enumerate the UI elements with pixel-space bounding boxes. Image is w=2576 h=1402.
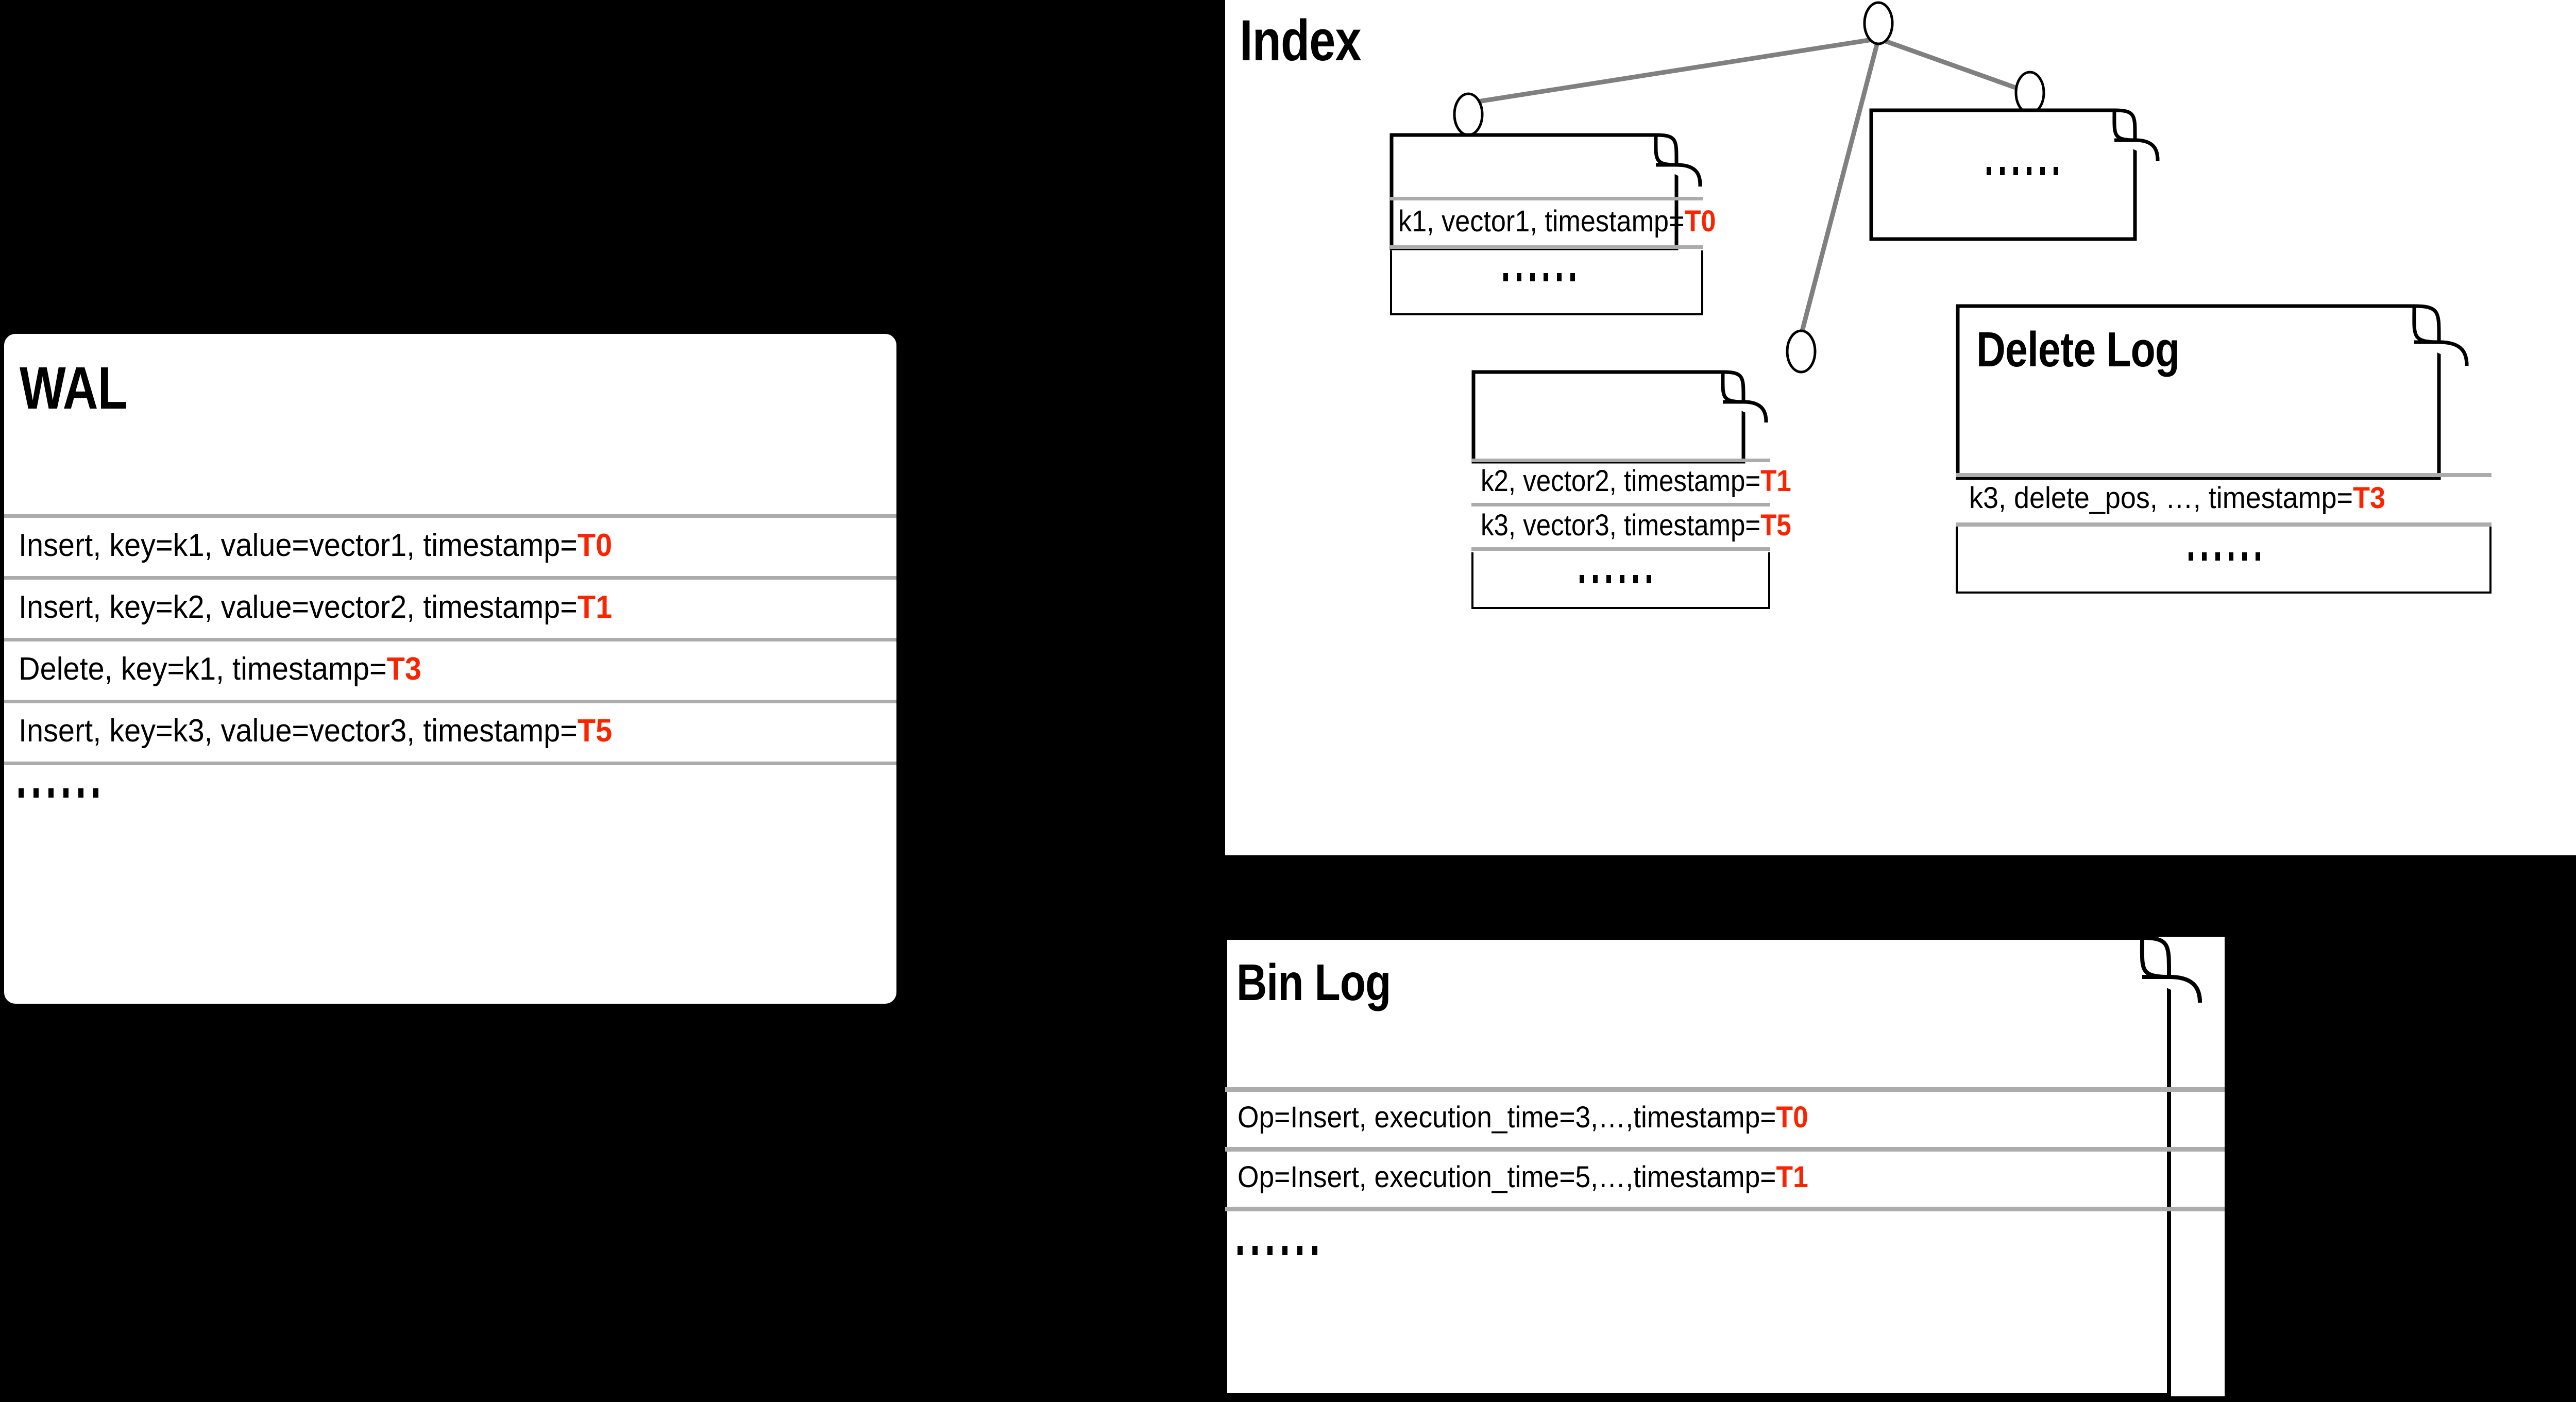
index-node-k1-body [1390,250,1703,315]
index-node-k1-ellipsis-icon [1503,273,1575,281]
wal-row: Insert, key=k3, value=vector3, timestamp… [19,700,833,762]
tree-node-k1 [1453,92,1484,137]
index-node-k2k3-row-text: k3, vector3, timestamp= [1481,508,1761,542]
index-node-k2k3-row: k3, vector3, timestamp=T5 [1481,503,1791,547]
delete-log-ellipsis-icon [2189,552,2260,561]
doc-shape-k2k3 [1471,370,1768,464]
index-node-k1-row: k1, vector1, timestamp=T0 [1398,197,1716,245]
index-node-k1-row-text: k1, vector1, timestamp= [1398,204,1685,238]
index-tree-graph [1453,1,2045,374]
index-node-k2k3-row: k2, vector2, timestamp=T1 [1481,459,1791,503]
wal-separator [4,762,896,765]
bin-log-row-text: Op=Insert, execution_time=3,…,timestamp= [1238,1100,1776,1134]
wal-separator [4,638,896,641]
index-node-k2k3-body [1471,552,1770,609]
bin-log-row-timestamp: T0 [1776,1100,1808,1134]
wal-separator [4,514,896,518]
tree-edges [1468,36,2031,336]
bin-log-row-timestamp: T1 [1776,1160,1808,1194]
delete-log-card [1956,304,2492,480]
doc-shape-k1 [1389,133,1702,250]
index-node-k2k3-ellipsis-icon [1580,575,1651,583]
tree-node-root [1863,1,1894,45]
delete-log-row: k3, delete_pos, …, timestamp=T3 [1969,473,2463,522]
bin-log-row: Op=Insert, execution_time=5,…,timestamp=… [1238,1147,2138,1207]
doc-shape-delete-log [1956,304,2469,480]
index-node-k2k3-row-timestamp: T5 [1760,508,1791,542]
tree-nodes [1453,1,2045,374]
wal-panel: WAL Insert, key=k1, value=vector1, times… [4,334,896,1004]
wal-row-text: Delete, key=k1, timestamp= [19,651,387,687]
bin-log-row: Op=Insert, execution_time=3,…,timestamp=… [1238,1087,2138,1147]
delete-log-title: Delete Log [1976,322,2180,377]
index-node-k1 [1389,133,1703,250]
wal-title: WAL [20,354,128,421]
wal-row: Insert, key=k1, value=vector1, timestamp… [19,514,833,576]
bin-log-row-text: Op=Insert, execution_time=5,…,timestamp= [1238,1160,1776,1194]
delete-log-body [1956,527,2492,594]
delete-log-row-text: k3, delete_pos, …, timestamp= [1969,481,2353,515]
bin-log-panel: Bin Log Op=Insert, execution_time=3,…,ti… [1223,936,2225,1397]
bin-log-ellipsis-icon [1238,1246,1317,1255]
wal-row-text: Insert, key=k1, value=vector1, timestamp… [19,527,578,563]
index-node-k2k3-separator [1471,503,1770,506]
bin-log-title: Bin Log [1236,954,1391,1011]
wal-ellipsis-icon [19,788,98,798]
tree-edge-root-to-k1 [1468,36,1879,106]
tree-edge-root-to-ellipsis [1877,36,2031,95]
index-node-k2k3-separator [1471,547,1770,551]
bin-log-separator [1225,1207,2225,1211]
doc-shape-bin-log [1223,936,2202,1397]
wal-row-text: Insert, key=k2, value=vector2, timestamp… [19,589,578,625]
tree-node-ellipsis [2014,71,2045,115]
bin-log-separator [1225,1147,2225,1152]
wal-separator [4,700,896,703]
index-node-k1-separator [1390,245,1703,249]
wal-row: Delete, key=k1, timestamp=T3 [19,638,833,700]
wal-row-timestamp: T1 [577,589,613,625]
delete-log-row-timestamp: T3 [2353,481,2385,515]
index-node-k1-separator [1390,197,1703,200]
tree-edge-root-to-k2k3 [1799,38,1881,336]
index-panel: Index k1, vector1, timestamp=T0 [1225,0,2576,855]
wal-separator [4,576,896,580]
index-node-k2-k3 [1471,370,1770,464]
index-node-k2k3-separator [1471,459,1770,462]
wal-row-timestamp: T0 [577,527,613,563]
index-node-k2k3-row-timestamp: T1 [1760,464,1791,498]
wal-row-timestamp: T5 [577,713,613,749]
bin-log-separator [1225,1087,2225,1092]
wal-row: Insert, key=k2, value=vector2, timestamp… [19,576,833,638]
index-node-k2k3-row-text: k2, vector2, timestamp= [1481,464,1761,498]
delete-log-separator [1956,473,2492,477]
index-node-ellipsis-icon [1987,167,2058,175]
wal-row-text: Insert, key=k3, value=vector3, timestamp… [19,713,578,749]
tree-node-k2k3 [1786,329,1817,374]
index-title: Index [1240,8,1362,73]
wal-row-timestamp: T3 [386,651,421,687]
index-node-k1-row-timestamp: T0 [1684,204,1716,238]
delete-log-separator [1956,522,2492,527]
